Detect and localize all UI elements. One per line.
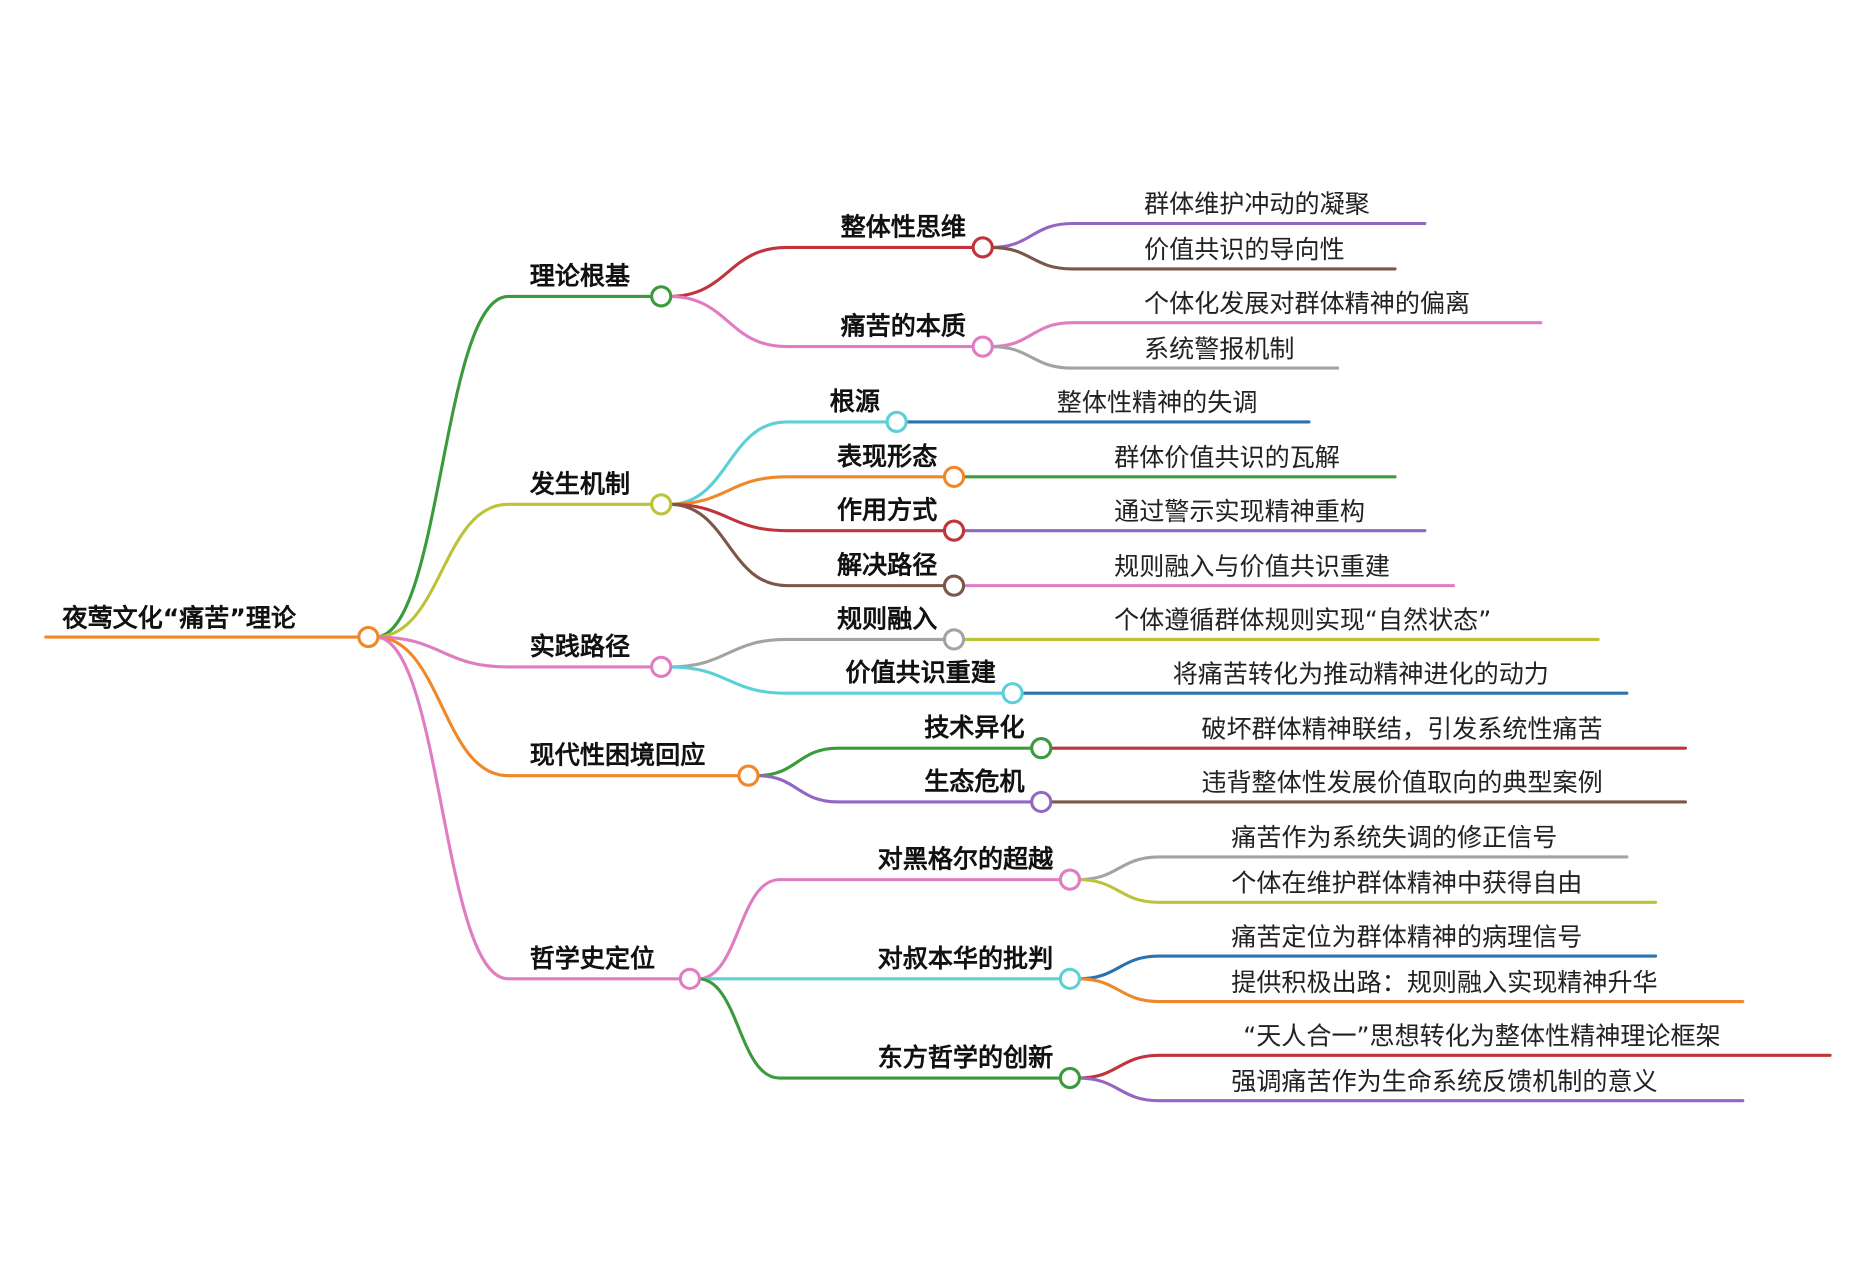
edges [44, 221, 1832, 1103]
subtopic-edge [668, 637, 947, 669]
subtopic[interactable]: 生态危机 [924, 767, 1024, 796]
leaf-topic[interactable]: 痛苦定位为群体精神的病理信号 [1231, 922, 1582, 951]
leaf-topic[interactable]: 破坏群体精神联结，引发系统性痛苦 [1201, 714, 1602, 743]
branch-topic[interactable]: 发生机制 [529, 469, 630, 498]
subtopic-edge [668, 475, 947, 506]
subtopic-edge [755, 774, 1034, 804]
leaf-topic[interactable]: 个体遵循群体规则实现“自然状态” [1114, 606, 1491, 635]
branch-topic[interactable]: 理论根基 [530, 261, 631, 290]
leaf-topic[interactable]: 提供积极出路：规则融入实现精神升华 [1231, 968, 1657, 997]
branch-edge [374, 635, 682, 981]
subtopic-node-circle[interactable] [1001, 682, 1024, 705]
leaf-edge [989, 221, 1427, 249]
subtopic[interactable]: 根源 [830, 387, 880, 416]
branch-node-circle[interactable] [678, 967, 702, 990]
branch-topic[interactable]: 哲学史定位 [530, 944, 655, 973]
leaf-topic[interactable]: 痛苦作为系统失调的修正信号 [1231, 823, 1557, 852]
leaf-edge [1076, 855, 1629, 882]
subtopic-edge [696, 878, 1062, 981]
leaf-edge [989, 345, 1340, 370]
subtopic-edge [668, 245, 975, 298]
subtopic[interactable]: 整体性思维 [841, 212, 966, 241]
leaf-topic[interactable]: 价值共识的导向性 [1144, 235, 1345, 264]
subtopic-edge [696, 977, 1062, 1080]
subtopic[interactable]: 解决路径 [837, 551, 937, 580]
leaf-edge [1076, 878, 1658, 904]
branch-edge [374, 635, 654, 669]
leaf-topic[interactable]: 整体性精神的失调 [1057, 388, 1258, 417]
leaf-edge [1076, 954, 1658, 981]
leaf-topic[interactable]: 个体在维护群体精神中获得自由 [1231, 869, 1582, 898]
subtopic[interactable]: 价值共识重建 [845, 658, 995, 687]
leaf-topic[interactable]: “天人合一”思想转化为整体性精神理论框架 [1243, 1022, 1720, 1051]
subtopic[interactable]: 对黑格尔的超越 [878, 845, 1054, 874]
subtopic[interactable]: 作用方式 [837, 496, 937, 525]
branch-topic[interactable]: 现代性困境回应 [530, 741, 706, 770]
branch-node-circle[interactable] [650, 493, 673, 516]
leaf-edge [1076, 1053, 1832, 1080]
nodes: 夜莺文化“痛苦”理论 理论根基 整体性思维 群体维护冲动的凝聚价值共识的导向性痛苦的本… [61, 190, 1720, 1096]
subtopic-node-circle[interactable] [971, 335, 994, 358]
subtopic-edge [668, 502, 947, 533]
branch-edge [374, 294, 654, 639]
leaf-edge [989, 321, 1543, 349]
branch-node-circle[interactable] [650, 655, 673, 679]
subtopic[interactable]: 对叔本华的批判 [878, 944, 1054, 973]
subtopic[interactable]: 规则融入 [837, 604, 937, 633]
subtopic[interactable]: 技术异化 [924, 713, 1024, 742]
branch-topic[interactable]: 实践路径 [530, 632, 630, 661]
subtopic-node-circle[interactable] [1058, 1066, 1082, 1090]
leaf-topic[interactable]: 强调痛苦作为生命系统反馈机制的意义 [1231, 1067, 1657, 1096]
subtopic[interactable]: 痛苦的本质 [841, 312, 966, 341]
subtopic-node-circle[interactable] [885, 410, 908, 434]
root-node-circle[interactable] [357, 625, 380, 649]
subtopic-node-circle[interactable] [942, 465, 966, 488]
leaf-topic[interactable]: 群体维护冲动的凝聚 [1144, 190, 1370, 219]
subtopic-node-circle[interactable] [1058, 868, 1082, 891]
subtopic-edge [668, 420, 889, 506]
root-topic[interactable]: 夜莺文化“痛苦”理论 [61, 603, 297, 632]
subtopic-node-circle[interactable] [1058, 967, 1082, 990]
subtopic-node-circle[interactable] [1030, 790, 1053, 814]
leaf-edge [1076, 977, 1745, 1004]
subtopic[interactable]: 东方哲学的创新 [878, 1043, 1054, 1072]
subtopic-node-circle[interactable] [1030, 737, 1053, 760]
subtopic-node-circle[interactable] [942, 519, 966, 542]
branch-node-circle[interactable] [650, 285, 673, 308]
subtopic-node-circle[interactable] [971, 236, 994, 259]
subtopic-edge [755, 746, 1034, 778]
subtopic-node-circle[interactable] [942, 574, 966, 597]
branch-edge [374, 635, 741, 778]
leaf-topic[interactable]: 个体化发展对群体精神的偏离 [1144, 289, 1470, 318]
subtopic-edge [668, 294, 975, 349]
subtopic[interactable]: 表现形态 [837, 442, 937, 471]
leaf-topic[interactable]: 通过警示实现精神重构 [1114, 497, 1365, 526]
leaf-edge [989, 245, 1397, 271]
subtopic-edge [668, 665, 1005, 695]
leaf-topic[interactable]: 系统警报机制 [1144, 334, 1294, 363]
leaf-topic[interactable]: 规则融入与价值共识重建 [1114, 552, 1390, 581]
subtopic-edge [668, 502, 947, 588]
subtopic-node-circle[interactable] [942, 628, 966, 651]
leaf-topic[interactable]: 群体价值共识的瓦解 [1114, 443, 1340, 472]
leaf-topic[interactable]: 违背整体性发展价值取向的典型案例 [1201, 768, 1602, 797]
branch-node-circle[interactable] [737, 764, 760, 787]
branch-edge [374, 502, 654, 639]
leaf-edge [1076, 1076, 1745, 1103]
leaf-topic[interactable]: 将痛苦转化为推动精神进化的动力 [1173, 659, 1549, 688]
